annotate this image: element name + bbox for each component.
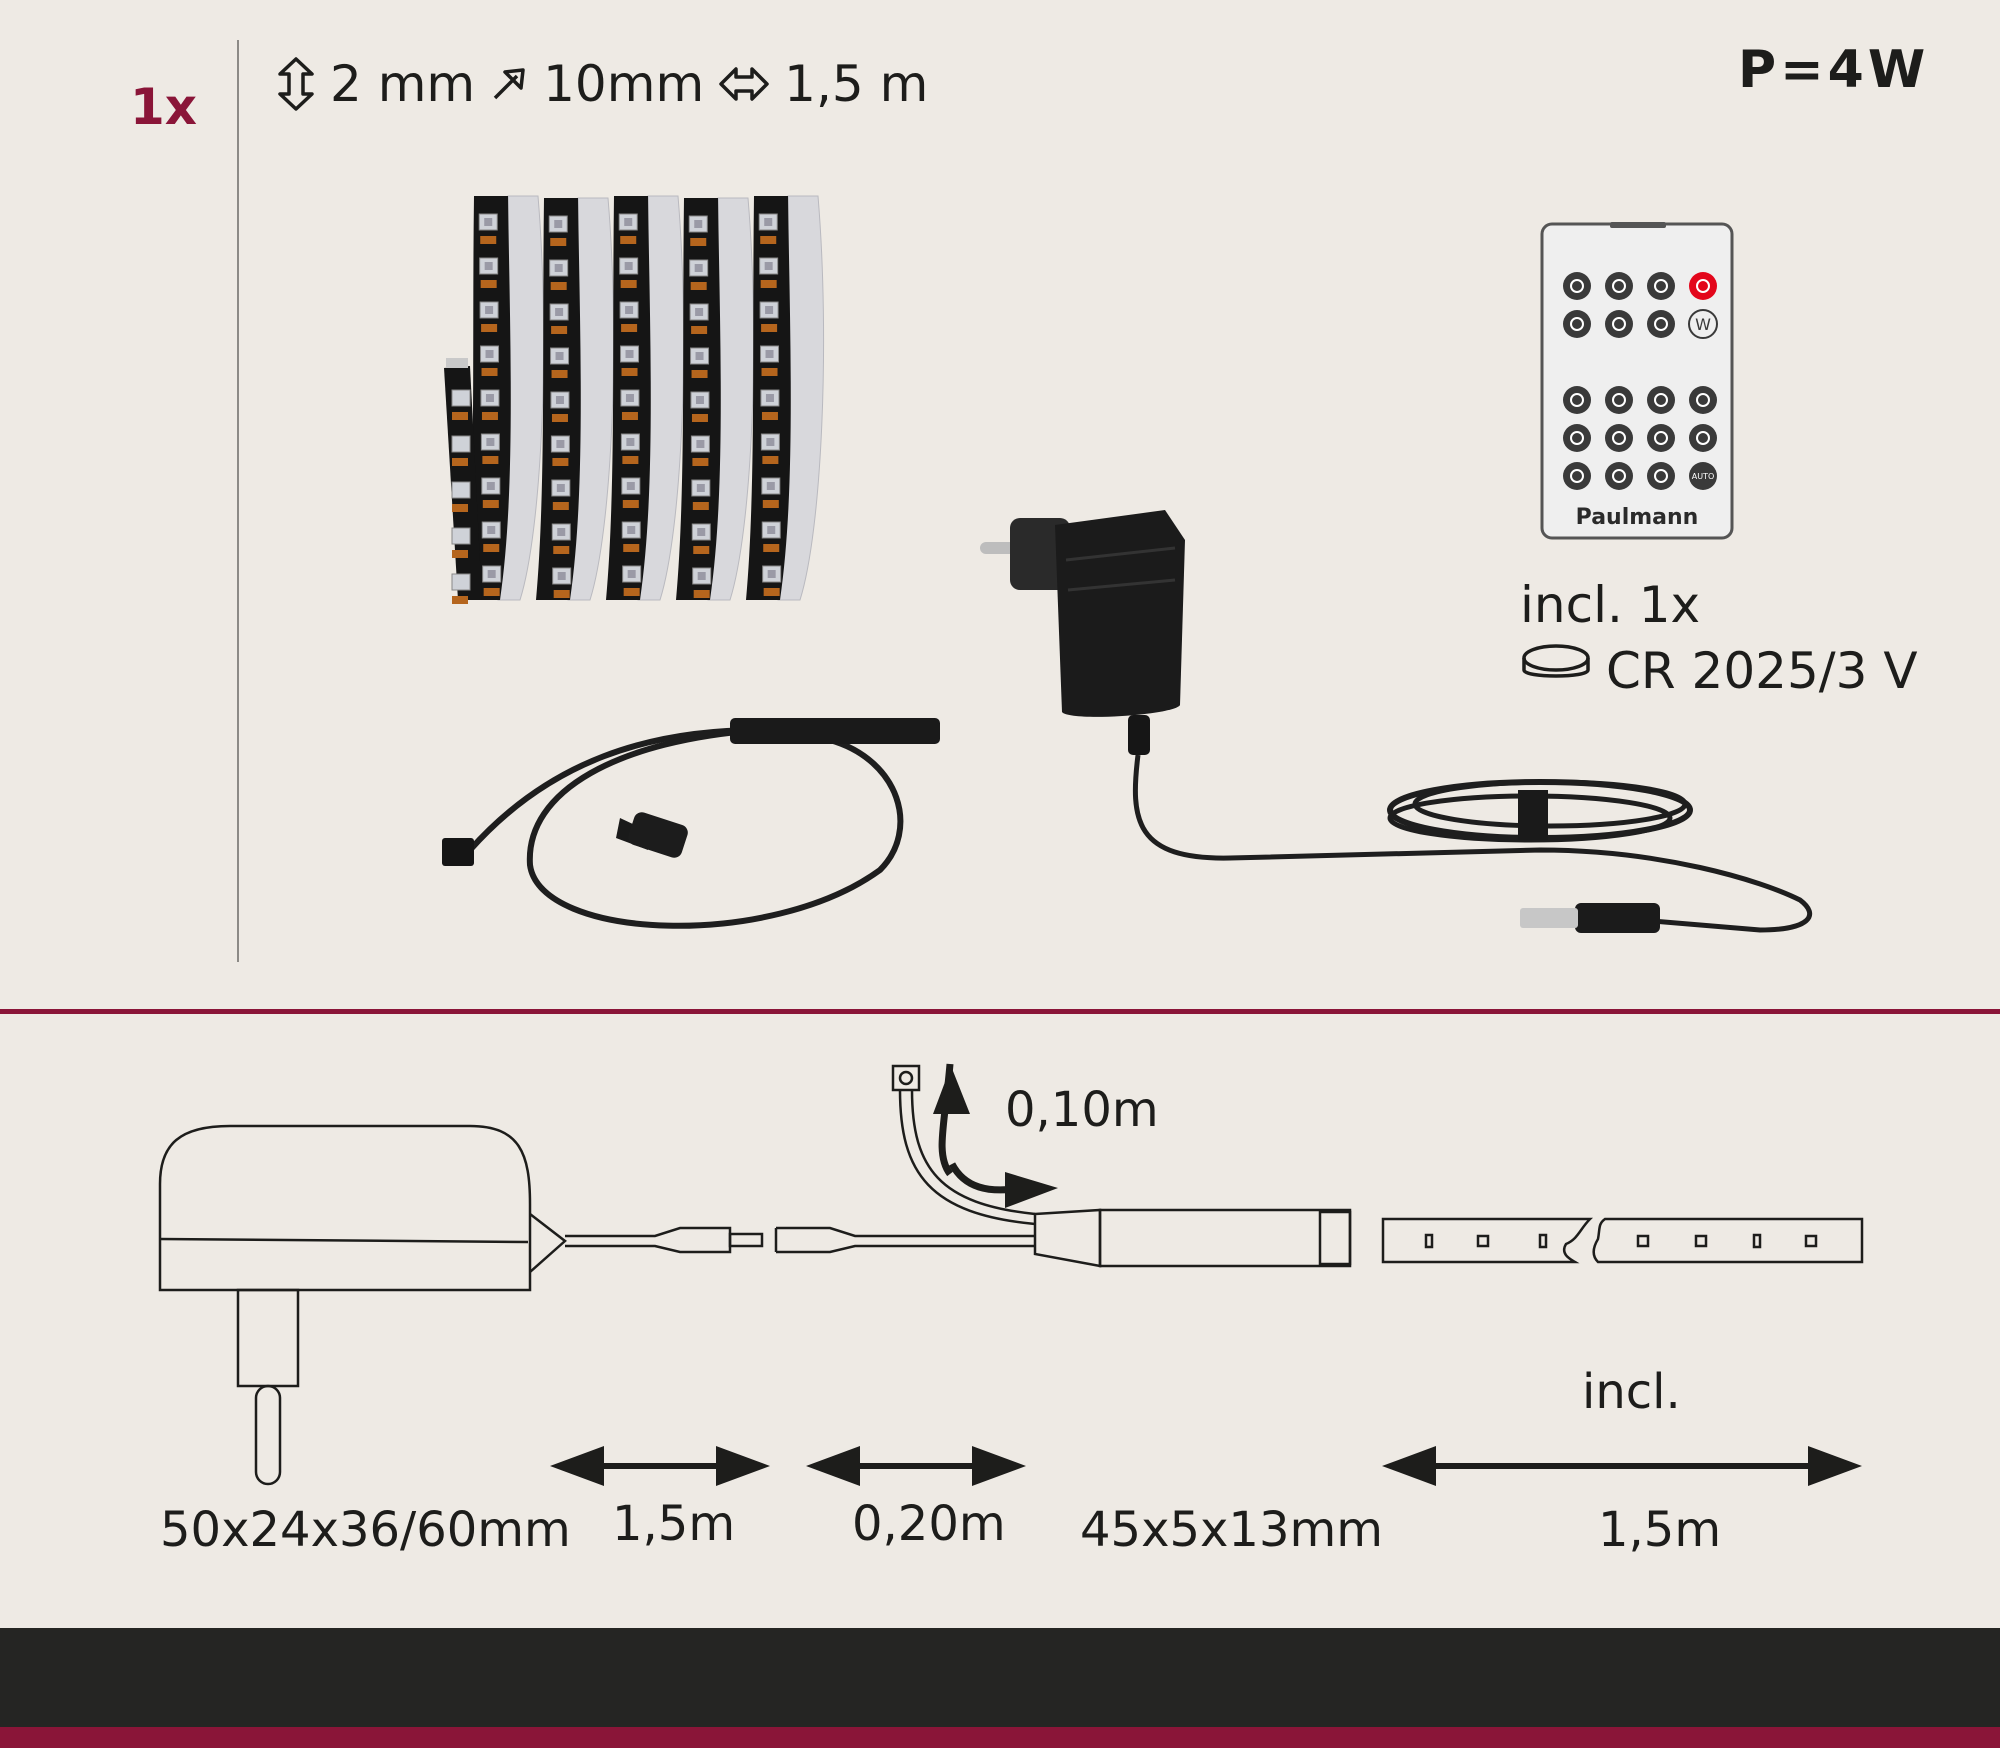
ir-sensor-outline [891,1064,921,1092]
remote-button-speed-down[interactable] [1563,272,1591,300]
section-divider [0,1009,2000,1014]
led-strip-coil [444,195,825,604]
sensor-plug [442,838,474,866]
power-adapter-image [980,510,1185,755]
remote-button-dim-up[interactable] [1605,310,1633,338]
remote-button-play-pause[interactable] [1647,272,1675,300]
adapter-size-label: 50x24x36/60mm [160,1502,571,1558]
remote-control: W AUTO Paulmann [1540,222,1734,540]
adapter-outline [158,1124,532,1292]
connection-diagram: 0,10m incl. 50x24x36/60mm 1,5m 0,20m 45x… [158,1063,1864,1558]
remote-button-palm[interactable] [1605,424,1633,452]
controller-size-label: 45x5x13mm [1080,1502,1383,1558]
thickness-value: 2 mm [330,55,476,113]
sensor-cable-label: 0,10m [1005,1082,1159,1138]
connection-cable-length-label: 0,20m [852,1496,1006,1552]
vertical-divider [237,40,239,962]
diagonal-arrow-icon [489,64,529,104]
remote-button-palette[interactable] [1647,462,1675,490]
dc-female-jack [628,812,688,858]
battery-type-label: CR 2025/3 V [1606,642,1918,700]
controller-cable-image [442,718,940,929]
controller-body [730,718,940,744]
remote-button-snowflake[interactable] [1689,424,1717,452]
strip-length-label: 1,5m [1598,1502,1721,1558]
remote-button-plus[interactable] [1647,424,1675,452]
remote-buttons: W AUTO [1563,272,1718,490]
remote-button-hedgehog[interactable] [1689,386,1717,414]
remote-button-power[interactable] [1689,272,1717,300]
remote-button-star[interactable] [1605,462,1633,490]
remote-button-dim-down[interactable] [1563,310,1591,338]
led-strip-coil-image [444,195,825,604]
remote-button-auto[interactable] [1689,462,1717,490]
quantity-label: 1x [130,78,198,136]
remote-button-leaf[interactable] [1563,424,1591,452]
vertical-double-arrow-icon [276,56,316,112]
dimensions-row: 2 mm 10mm 1,5 m [276,52,928,116]
remote-button-label: W [1695,315,1711,334]
battery-info: incl. 1x CR 2025/3 V [1520,572,1918,704]
strip-segment-left [1381,1217,1594,1264]
remote-button-flower[interactable] [1563,462,1591,490]
footer-accent-band [0,1727,2000,1748]
remote-brand-label: Paulmann [1576,505,1699,530]
battery-included-label: incl. 1x [1520,576,1701,634]
adapter-cable-length-label: 1,5m [612,1496,735,1552]
remote-button-speed-up[interactable] [1605,272,1633,300]
remote-button-heart[interactable] [1647,386,1675,414]
controller-outline [1098,1208,1352,1268]
width-value: 10mm [543,55,705,113]
remote-button-w[interactable] [1688,309,1718,339]
dc-male-plug [1575,903,1660,933]
length-value: 1,5 m [784,55,929,113]
adapter-cable-image [1132,754,1813,933]
remote-button-sunset[interactable] [1605,386,1633,414]
power-rating: P=4W [1738,40,1930,100]
horizontal-double-arrow-icon [718,64,770,104]
included-label: incl. [1582,1364,1681,1420]
strip-segment-right [1592,1217,1864,1264]
remote-button-label: AUTO [1692,472,1715,481]
remote-button-hex[interactable] [1647,310,1675,338]
coin-battery-icon [1520,638,1592,704]
remote-button-flame[interactable] [1563,386,1591,414]
